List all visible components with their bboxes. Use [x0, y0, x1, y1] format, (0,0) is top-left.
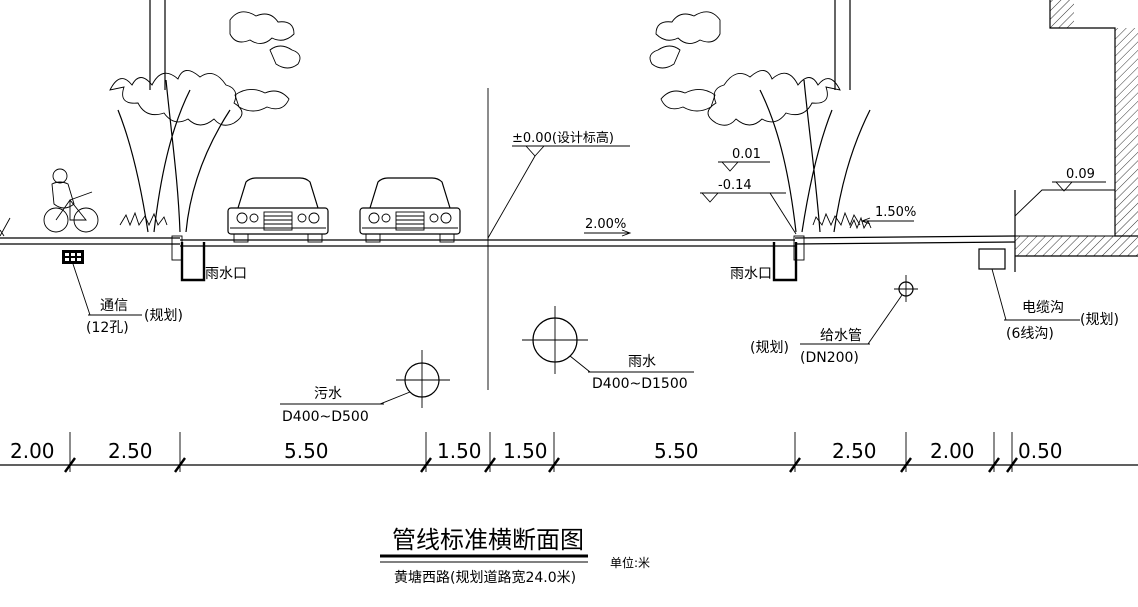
cable-trench-status: (规划)	[1080, 312, 1119, 328]
center-elevation-marker: ±0.00(设计标高)	[487, 130, 630, 239]
dimension-slash	[548, 457, 560, 473]
road-slope-label: 2.00%	[585, 217, 626, 232]
dimension-slash	[789, 457, 801, 473]
rainwater-label: 雨水	[628, 354, 656, 370]
sewage-label: 污水	[314, 386, 342, 402]
dimension-label: 5.50	[284, 439, 329, 463]
road-slope-marker: 2.00%	[584, 217, 632, 237]
water-supply-detail: (DN200)	[800, 350, 859, 366]
dimension-label: 1.50	[437, 439, 482, 463]
dimension-slash	[420, 457, 432, 473]
telecom-duct	[62, 250, 142, 316]
dimension-label: 1.50	[503, 439, 548, 463]
edge-elevation-label: 0.09	[1066, 167, 1095, 182]
rainwater-pipe	[522, 306, 694, 374]
cable-trench	[978, 248, 1080, 321]
dimension-slash	[900, 457, 912, 473]
dimension-slash	[64, 457, 76, 473]
dimension-label: 2.00	[10, 439, 55, 463]
dimension-label: 2.50	[108, 439, 153, 463]
telecom-label: 通信	[100, 298, 128, 314]
water-supply-status: (规划)	[750, 340, 789, 356]
retaining-wall	[1014, 0, 1138, 272]
sewage-detail: D400~D500	[282, 409, 369, 425]
storm-inlet-right	[772, 242, 798, 282]
dimension-label: 2.50	[832, 439, 877, 463]
sidewalk-slope-label: 1.50%	[875, 205, 916, 220]
sidewalk-slope-marker: 1.50%	[860, 205, 916, 225]
dimension-label: 0.50	[1018, 439, 1063, 463]
dimension-line: 2.00 2.50 5.50 1.50 1.50 5.50 2.50 2.00 0.50	[0, 432, 1138, 473]
edge-elevation: 0.09	[1052, 167, 1106, 192]
rainwater-detail: D400~D1500	[592, 376, 688, 392]
car-icon	[359, 177, 461, 243]
storm-inlet-left-label: 雨水口	[205, 266, 247, 282]
drawing-subtitle: 黄塘西路(规划道路宽24.0米)	[394, 569, 576, 586]
dimension-label: 2.00	[930, 439, 975, 463]
dimension-slash	[1006, 457, 1018, 473]
water-supply-pipe	[800, 275, 918, 345]
car-icon	[227, 177, 329, 243]
cable-trench-detail: (6线沟)	[1006, 326, 1054, 342]
tree-icon	[649, 0, 871, 233]
sewage-pipe	[280, 350, 450, 408]
dimension-slash	[174, 457, 186, 473]
curb-bottom-elevation-label: -0.14	[718, 178, 752, 193]
road-surface	[0, 235, 1138, 247]
curb-top-elevation-label: 0.01	[732, 147, 761, 162]
tree-icon	[109, 0, 301, 233]
cable-trench-label: 电缆沟	[1022, 300, 1064, 316]
water-supply-label: 给水管	[820, 328, 862, 344]
dimension-slash	[484, 457, 496, 473]
storm-inlet-right-label: 雨水口	[730, 266, 772, 282]
center-elevation-label: ±0.00(设计标高)	[512, 130, 614, 146]
dimension-label: 5.50	[654, 439, 699, 463]
storm-inlet-left	[180, 242, 206, 282]
telecom-status: (规划)	[144, 308, 183, 324]
telecom-detail: (12孔)	[86, 320, 129, 336]
dimension-slash	[988, 457, 1000, 473]
curb-top-elevation: 0.01	[718, 147, 770, 172]
unit-label: 单位:米	[610, 555, 650, 570]
drawing-title: 管线标准横断面图	[392, 526, 584, 554]
curb-bottom-elevation: -0.14	[700, 178, 797, 235]
curb-right	[793, 235, 805, 261]
cyclist-icon	[0, 168, 99, 237]
